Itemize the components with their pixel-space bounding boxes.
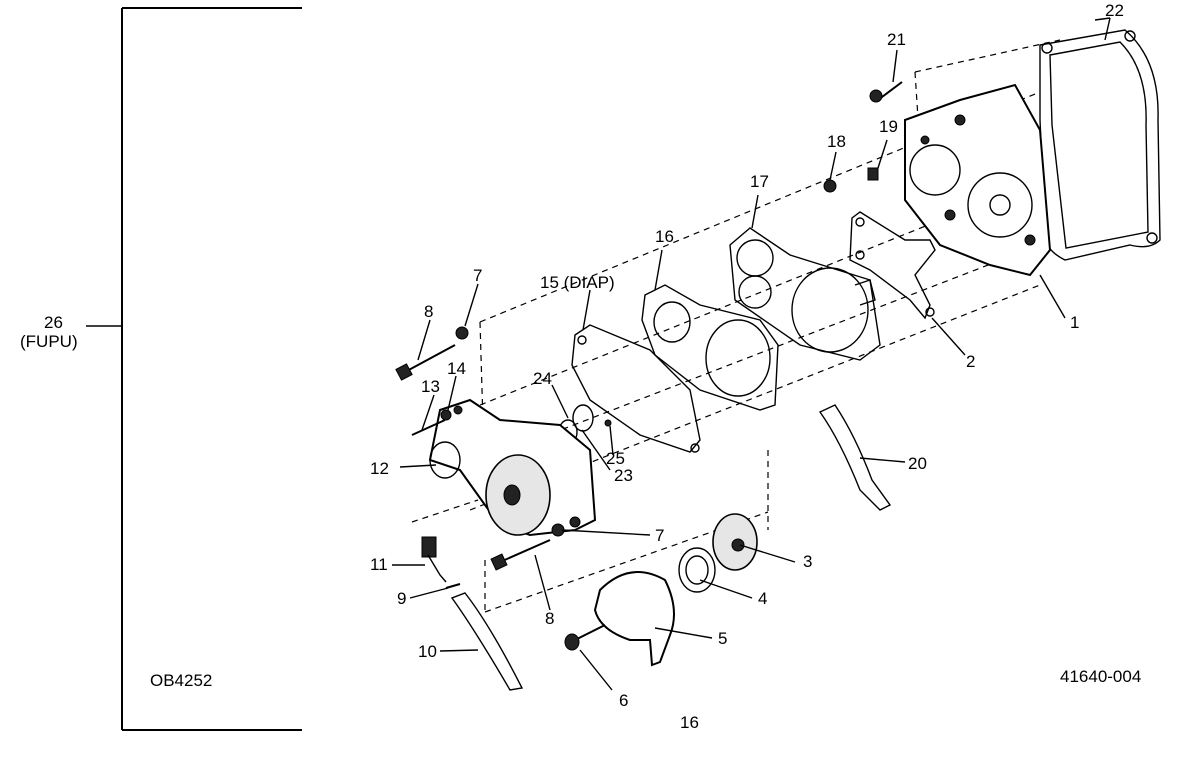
- callout-4: 4: [758, 589, 768, 608]
- page-number: 16: [680, 713, 699, 732]
- leader-lines: [392, 17, 1111, 691]
- callout-15: 15 (DIAP): [540, 273, 615, 292]
- part-3-4-disks: [678, 513, 758, 593]
- part-16-gasket: [641, 284, 779, 411]
- assembly-number-label: 26: [44, 313, 63, 332]
- callout-7-top: 7: [473, 266, 483, 285]
- callout-5: 5: [718, 629, 728, 648]
- callout-6: 6: [619, 691, 629, 710]
- callout-25: 25: [606, 449, 625, 468]
- callout-1: 1: [1070, 313, 1080, 332]
- callout-20: 20: [908, 454, 927, 473]
- part-5-6-cap: [564, 571, 675, 667]
- callout-2: 2: [966, 352, 976, 371]
- callout-23: 23: [614, 466, 633, 485]
- part-2-plate: [849, 211, 936, 320]
- part-12-cover: [428, 398, 597, 537]
- callout-19: 19: [879, 117, 898, 136]
- part-22-gasket: [1039, 29, 1161, 261]
- callout-8-top: 8: [424, 302, 434, 321]
- figure-code-right: 41640-004: [1060, 667, 1142, 686]
- assembly-name-label: (FUPU): [20, 332, 78, 351]
- figure-code-left: OB4252: [150, 671, 213, 690]
- callout-17: 17: [750, 172, 769, 191]
- callout-21: 21: [887, 30, 906, 49]
- callout-24: 24: [533, 369, 552, 388]
- callout-8-bottom: 8: [545, 609, 555, 628]
- callout-10: 10: [418, 642, 437, 661]
- callout-12: 12: [370, 459, 389, 478]
- callout-22: 22: [1105, 1, 1124, 20]
- part-1-pump-body: [904, 83, 1052, 277]
- callout-3: 3: [803, 552, 813, 571]
- callout-18: 18: [827, 132, 846, 151]
- callout-11: 11: [370, 555, 388, 574]
- callout-7-bottom: 7: [655, 526, 665, 545]
- part-20-hose: [818, 404, 892, 511]
- part-15-diaphragm: [571, 324, 701, 453]
- callout-9: 9: [397, 589, 407, 608]
- part-9-10-11-fitting: [421, 536, 524, 691]
- assembly-bracket: [86, 7, 302, 731]
- fasteners: [395, 81, 903, 571]
- part-17-housing: [729, 227, 881, 361]
- callout-13: 13: [421, 377, 440, 396]
- callout-16: 16: [655, 227, 674, 246]
- callout-14: 14: [447, 359, 466, 378]
